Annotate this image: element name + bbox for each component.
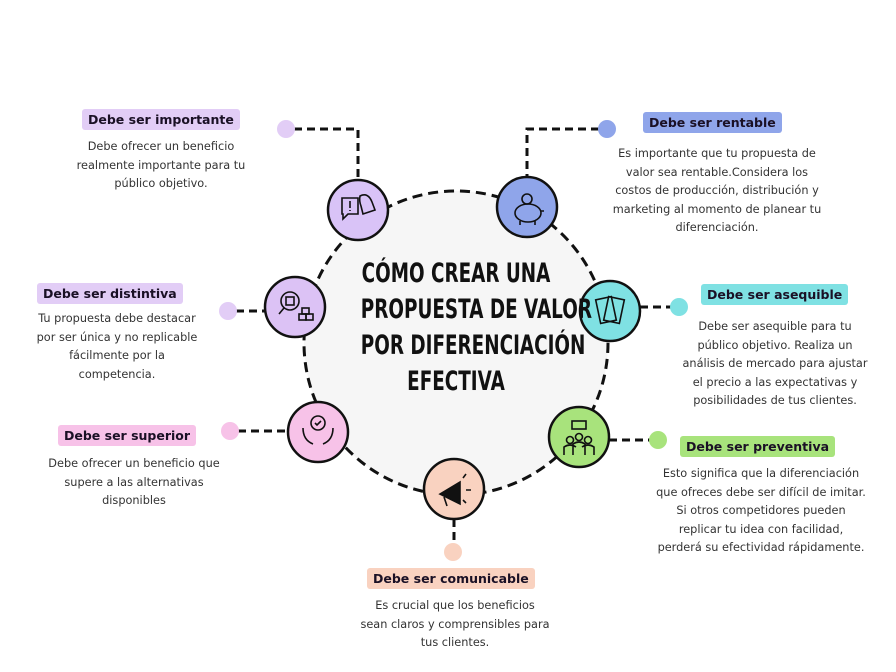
icon-circle-distintiva xyxy=(263,275,327,339)
label-preventiva: Debe ser preventiva xyxy=(680,436,836,457)
label-comunicable: Debe ser comunicable xyxy=(367,568,535,589)
desc-comunicable: Es crucial que los beneficios sean claro… xyxy=(360,599,550,649)
dot-distintiva xyxy=(219,302,237,320)
desc-superior: Debe ofrecer un beneficio que supere a l… xyxy=(48,457,220,507)
label-asequible: Debe ser asequible xyxy=(701,284,849,305)
dot-preventiva xyxy=(649,431,667,449)
icon-circle-superior xyxy=(286,400,350,464)
label-rentable: Debe ser rentable xyxy=(643,112,782,133)
megaphone-icon xyxy=(438,473,471,507)
desc-rentable: Es importante que tu propuesta de valor … xyxy=(612,147,822,234)
team-speech-icon xyxy=(563,420,595,455)
desc-importante: Debe ofrecer un beneficio realmente impo… xyxy=(76,140,246,190)
hands-award-icon xyxy=(302,415,334,445)
dot-asequible xyxy=(670,298,688,316)
label-superior: Debe ser superior xyxy=(58,425,197,446)
desc-distintiva: Tu propuesta debe destacar por ser única… xyxy=(36,312,198,381)
dot-rentable xyxy=(598,120,616,138)
title-line: CÓMO CREAR UNA xyxy=(361,258,551,289)
dot-superior xyxy=(221,422,239,440)
dot-importante xyxy=(277,120,295,138)
money-bills-icon xyxy=(594,295,626,325)
page-title: CÓMO CREAR UNA PROPUESTA DE VALOR POR DI… xyxy=(360,256,592,400)
desc-asequible: Debe ser asequible para tu público objet… xyxy=(682,320,868,407)
piggy-bank-icon xyxy=(514,193,544,225)
magnifier-boxes-icon xyxy=(278,291,314,321)
alert-bell-chat-icon xyxy=(341,194,377,221)
center-circle xyxy=(302,189,610,497)
title-line: EFECTIVA xyxy=(407,366,505,397)
label-distintiva: Debe ser distintiva xyxy=(37,283,183,304)
desc-preventiva: Esto significa que la diferenciación que… xyxy=(656,467,866,554)
title-line: PROPUESTA DE VALOR xyxy=(360,294,592,325)
dot-comunicable xyxy=(444,543,462,561)
icon-circle-preventiva xyxy=(547,405,611,469)
connector-rentable xyxy=(525,127,599,177)
connector-importante xyxy=(294,127,360,180)
title-line: POR DIFERENCIACIÓN xyxy=(360,330,586,361)
label-importante: Debe ser importante xyxy=(82,109,240,130)
icon-circle-rentable xyxy=(495,175,559,239)
icon-circle-asequible xyxy=(578,279,642,343)
